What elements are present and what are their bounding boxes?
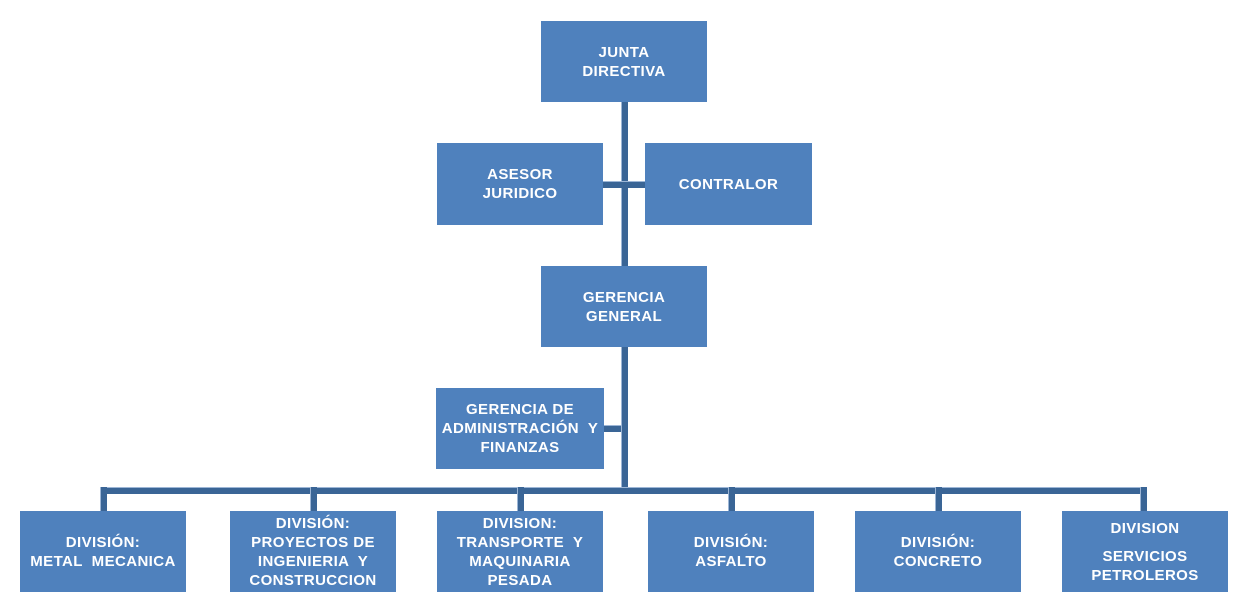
org-box-label-top: DIVISION <box>1110 519 1180 537</box>
org-box-division-metal-mecanica: DIVISIÓN: METAL MECANICA <box>20 511 186 592</box>
org-box-label: ASESOR JURIDICO <box>482 166 558 202</box>
org-box-label-bottom: SERVICIOS PETROLEROS <box>1091 547 1199 584</box>
org-box-gerencia-general: GERENCIA GENERAL <box>541 266 707 347</box>
org-box-label: DIVISIÓN: ASFALTO <box>693 533 769 570</box>
org-box-contralor: CONTRALOR <box>645 143 812 225</box>
connector-drop-asfalto <box>728 487 735 511</box>
org-box-division-asfalto: DIVISIÓN: ASFALTO <box>648 511 814 592</box>
org-box-label: DIVISION: TRANSPORTE Y MAQUINARIA PESADA <box>456 514 584 589</box>
org-box-gerencia-administracion-finanzas: GERENCIA DE ADMINISTRACIÓN Y FINANZAS <box>436 388 604 469</box>
org-box-label: GERENCIA DE ADMINISTRACIÓN Y FINANZAS <box>441 401 599 456</box>
connector-gerencia-to-divisions <box>621 347 628 493</box>
org-box-label: DIVISIÓN: PROYECTOS DE INGENIERIA Y CONS… <box>249 514 377 589</box>
connector-admin-finanzas-stub <box>604 425 621 432</box>
connector-drop-metal-mecanica <box>100 487 107 511</box>
org-box-division-proyectos: DIVISIÓN: PROYECTOS DE INGENIERIA Y CONS… <box>230 511 396 592</box>
org-box-label: CONTRALOR <box>678 175 779 193</box>
org-box-division-transporte: DIVISION: TRANSPORTE Y MAQUINARIA PESADA <box>437 511 603 592</box>
connector-divisions-bar <box>100 487 1146 494</box>
connector-drop-concreto <box>935 487 942 511</box>
connector-drop-transporte <box>517 487 524 511</box>
org-box-division-servicios-petroleros: DIVISION SERVICIOS PETROLEROS <box>1062 511 1228 592</box>
org-box-division-concreto: DIVISIÓN: CONCRETO <box>855 511 1021 592</box>
connector-drop-proyectos <box>310 487 317 511</box>
connector-drop-servicios-petroleros <box>1140 487 1147 511</box>
connector-asesor-contralor <box>603 181 645 188</box>
org-box-label: DIVISIÓN: CONCRETO <box>893 533 983 570</box>
org-box-label: DIVISIÓN: METAL MECANICA <box>30 533 176 570</box>
org-box-label: GERENCIA GENERAL <box>582 288 666 325</box>
org-box-junta-directiva: JUNTA DIRECTIVA <box>541 21 707 102</box>
org-box-label: JUNTA DIRECTIVA <box>582 43 666 80</box>
org-box-asesor-juridico: ASESOR JURIDICO <box>437 143 603 225</box>
